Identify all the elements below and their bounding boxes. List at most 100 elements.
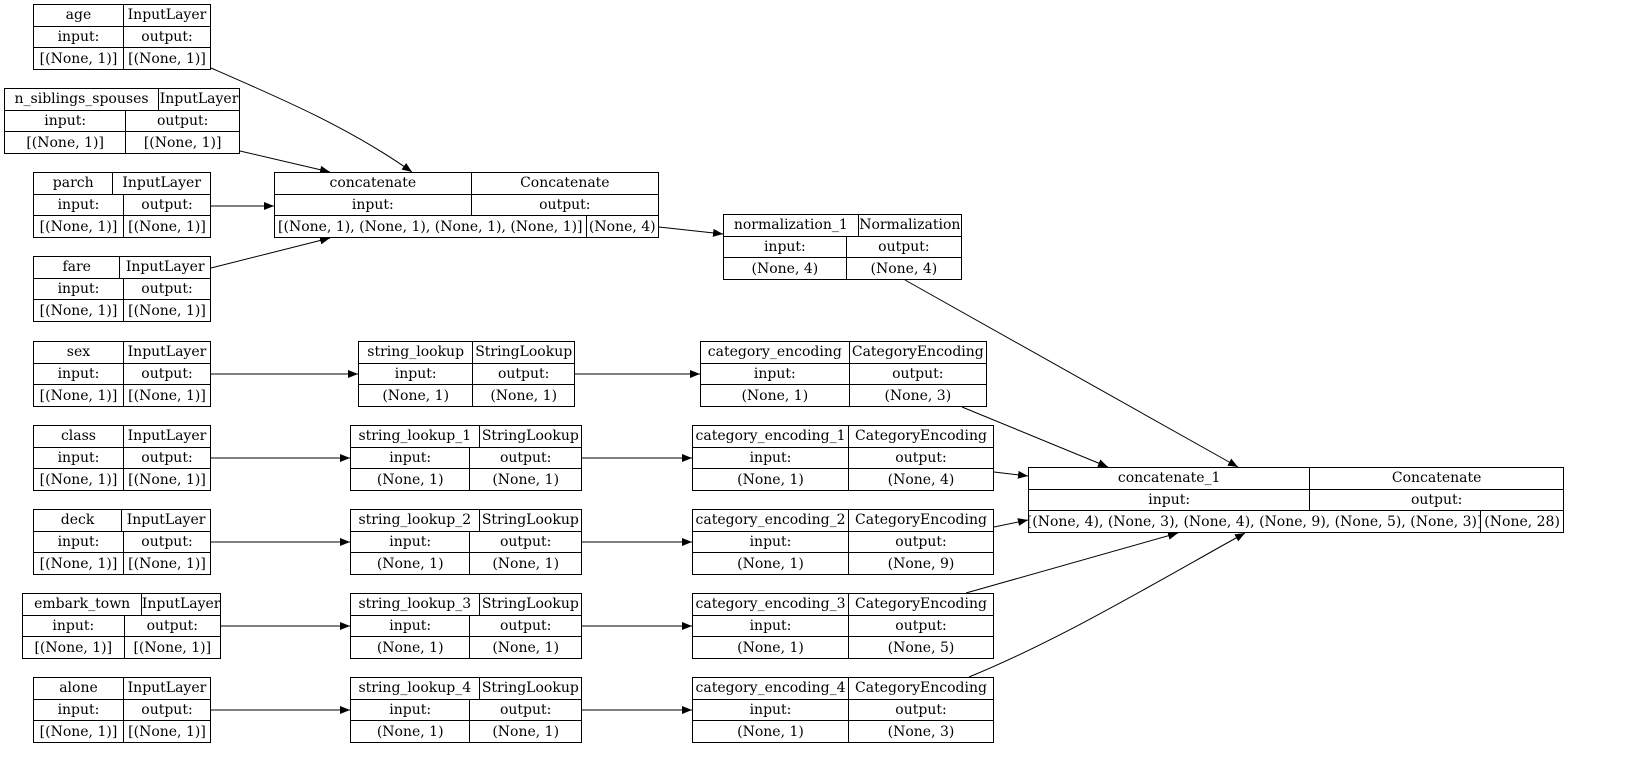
io-shape-row: (None, 1)(None, 1) (351, 468, 581, 491)
output-label: output: (469, 447, 581, 469)
layer-header-row: concatenate_1 Concatenate (1029, 468, 1563, 489)
edge-category_encoding_4-to-concatenate_1 (968, 532, 1246, 678)
layer-type: StringLookup (478, 678, 581, 699)
io-label-row: input: output: (34, 530, 210, 553)
layer-type: CategoryEncoding (848, 510, 993, 531)
output-shape: [(None, 1)] (122, 48, 210, 70)
input-label: input: (57, 702, 100, 718)
input-shape: [(None, 1), (None, 1), (None, 1), (None,… (278, 218, 583, 235)
input-label: input: (57, 366, 100, 382)
layer-name: n_siblings_spouses (14, 91, 149, 108)
input-label: input: (749, 534, 792, 550)
io-label-row: input:output: (351, 614, 581, 637)
input-label: input: (394, 366, 437, 382)
layer-type: InputLayer (122, 342, 210, 363)
output-shape: (None, 4) (848, 469, 993, 491)
layer-type: StringLookup (472, 342, 574, 363)
layer-name: category_encoding_2 (695, 512, 846, 529)
layer-type: InputLayer (122, 678, 210, 699)
layer-type: StringLookup (478, 594, 581, 615)
input-label: input: (753, 366, 796, 382)
output-shape: (None, 4) (585, 216, 658, 238)
io-shape-row: [(None, 1)][(None, 1)] (23, 636, 220, 659)
layer-name: normalization_1 (733, 217, 848, 234)
io-label-row: input:output: (351, 530, 581, 553)
output-shape: [(None, 1)] (123, 637, 220, 659)
input-shape: [(None, 1)] (26, 134, 104, 151)
io-label-row: input:output: (5, 109, 239, 132)
output-label: output: (123, 615, 220, 637)
input-label: input: (749, 618, 792, 634)
layer-header-row: string_lookup_3 StringLookup (351, 594, 581, 615)
layer-type: InputLayer (141, 594, 220, 615)
io-shape-row: (None, 1)(None, 9) (693, 552, 993, 575)
edge-age-to-concatenate (210, 67, 413, 173)
io-shape-row: (None, 1)(None, 4) (693, 468, 993, 491)
io-shape-row: [(None, 1)][(None, 1)] (34, 299, 210, 322)
layer-name: string_lookup_3 (358, 596, 472, 613)
io-shape-row: [(None, 1)][(None, 1)] (34, 384, 210, 407)
io-label-row: input: output: (23, 614, 220, 637)
layer-name: concatenate (329, 175, 417, 192)
input-shape: [(None, 4), (None, 3), (None, 4), (None,… (1029, 513, 1481, 530)
layer-name: sex (66, 344, 91, 361)
layer-type: InputLayer (122, 5, 210, 26)
edge-n_siblings_spouses-to-concatenate (239, 150, 331, 174)
layer-name: deck (60, 512, 95, 529)
output-label: output: (472, 363, 574, 385)
output-label: output: (469, 699, 581, 721)
layer-name: string_lookup (367, 344, 465, 361)
io-label-row: input:output: (275, 193, 658, 216)
output-shape: (None, 1) (469, 553, 581, 575)
io-shape-row: [(None, 1), (None, 1), (None, 1), (None,… (275, 215, 658, 238)
edge-normalization_1-to-concatenate_1 (904, 279, 1239, 468)
output-label: output: (122, 26, 210, 48)
output-label: output: (469, 531, 581, 553)
output-shape: [(None, 1)] (122, 721, 210, 743)
layer-name: concatenate_1 (1117, 470, 1221, 487)
output-label: output: (122, 363, 210, 385)
input-shape: (None, 1) (376, 471, 444, 488)
layer-type: Concatenate (1309, 468, 1563, 489)
output-label: output: (845, 236, 961, 258)
input-label: input: (57, 534, 100, 550)
input-shape: (None, 1) (737, 723, 804, 740)
output-shape: (None, 1) (469, 721, 581, 743)
input-label: input: (749, 702, 792, 718)
output-label: output: (848, 699, 993, 721)
layer-name: age (65, 7, 92, 24)
output-shape: [(None, 1)] (122, 553, 210, 575)
layer-type: CategoryEncoding (848, 678, 993, 699)
edge-category_encoding_2-to-concatenate_1 (993, 518, 1029, 528)
layer-type: Concatenate (470, 173, 658, 194)
input-label: input: (52, 618, 95, 634)
output-label: output: (122, 699, 210, 721)
io-shape-row: [(None, 1)][(None, 1)] (34, 552, 210, 575)
io-shape-row: (None, 1)(None, 5) (693, 636, 993, 659)
layer-type: InputLayer (122, 426, 210, 447)
output-label: output: (122, 531, 210, 553)
output-shape: (None, 3) (848, 721, 993, 743)
io-label-row: input:output: (701, 362, 986, 385)
io-label-row: input:output: (724, 235, 961, 258)
input-label: input: (351, 197, 394, 213)
input-shape: [(None, 1)] (39, 555, 118, 572)
output-label: output: (125, 110, 239, 132)
